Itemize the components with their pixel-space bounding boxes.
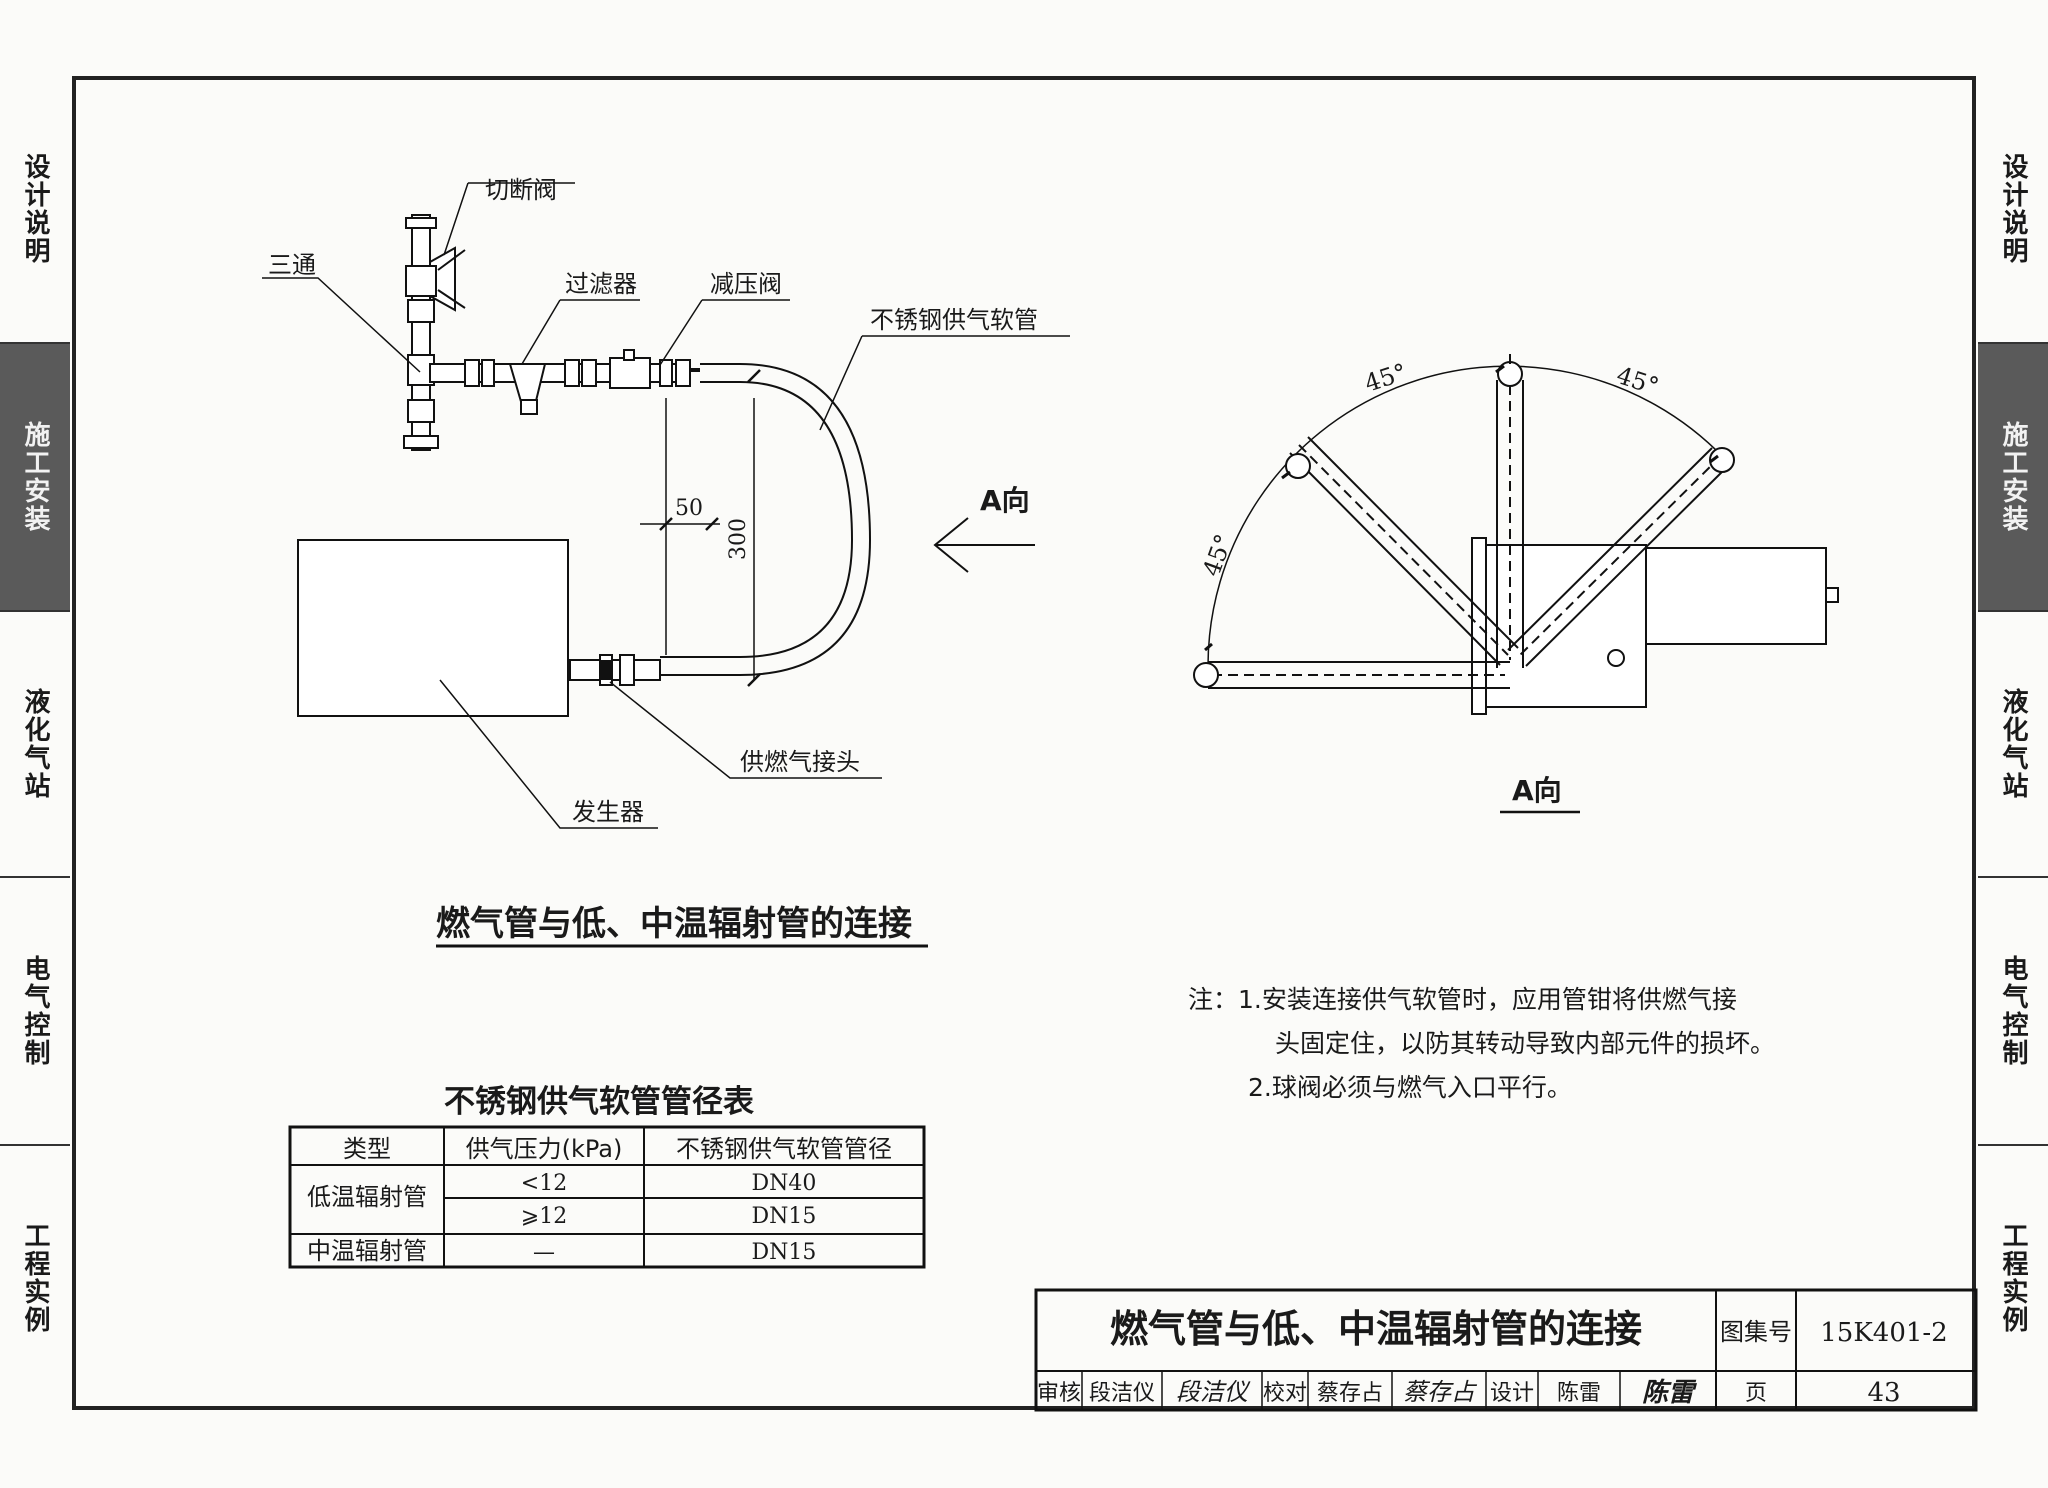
table-title: 不锈钢供气软管管径表 [444,1084,754,1120]
table-cell-pressure: — [533,1240,555,1265]
side-tab-label: 设计说明 [1998,153,2028,265]
atlas-label: 图集号 [1720,1318,1792,1346]
stainless-hose [660,363,872,676]
side-tab-label: 设计说明 [20,153,50,265]
side-tab-lpg-station[interactable]: 液化气站 [0,612,70,876]
note-line-2: 头固定住，以防其转动导致内部元件的损坏。 [1275,1029,1775,1058]
generator-box [297,539,569,717]
table-cell-diameter: DN15 [752,1204,817,1229]
note-line-3: 2.球阀必须与燃气入口平行。 [1248,1073,1572,1102]
tab-divider [0,342,70,344]
tab-divider [1978,1144,2048,1146]
table-header: 类型 [343,1135,391,1163]
page-label: 页 [1745,1381,1767,1406]
pressure-reducer-icon [609,357,651,389]
label-hose: 不锈钢供气软管 [870,306,1038,334]
page-number: 43 [1867,1378,1900,1408]
side-tab-examples[interactable]: 工程实例 [1978,1146,2048,1410]
side-tab-construction[interactable]: 施工安装 [1978,344,2048,610]
tab-divider [0,610,70,612]
side-tab-lpg-station[interactable]: 液化气站 [1978,612,2048,876]
side-tab-construction[interactable]: 施工安装 [0,344,70,610]
gas-pipe-assembly [262,182,1070,829]
checker-signature: 蔡存占 [1403,1378,1478,1406]
side-tab-electrical[interactable]: 电气控制 [1978,878,2048,1144]
table-cell-diameter: DN40 [752,1171,817,1196]
side-tab-label: 施工安装 [20,421,50,533]
check-label: 校对 [1263,1381,1307,1406]
table-cell-diameter: DN15 [752,1240,817,1265]
side-tab-label: 液化气站 [20,688,50,800]
tab-divider [0,876,70,878]
angle-label-top-left: 45° [1361,358,1410,398]
tab-divider [1978,610,2048,612]
label-a-view: A向 [1512,774,1562,807]
pipe-diameter-table [288,1125,926,1269]
note-line-1: 注：1.安装连接供气软管时，应用管钳将供燃气接 [1188,985,1737,1014]
side-tab-design-notes[interactable]: 设计说明 [1978,76,2048,342]
side-tab-label: 液化气站 [1998,688,2028,800]
angle-label-left: 45° [1197,530,1238,580]
design-label: 设计 [1490,1381,1534,1406]
side-tab-label: 电气控制 [20,955,50,1067]
filter-icon [508,363,547,406]
reviewer-name: 段洁仪 [1089,1381,1155,1406]
label-filter: 过滤器 [565,270,637,298]
section-title: 燃气管与低、中温辐射管的连接 [436,904,912,944]
tab-divider [1978,342,2048,344]
reviewer-signature: 段洁仪 [1176,1378,1251,1406]
table-cell-type: 低温辐射管 [307,1183,427,1211]
label-tee: 三通 [268,251,316,279]
dim-50: 50 [675,496,703,521]
label-gas-connector: 供燃气接头 [740,748,860,776]
side-tab-label: 施工安装 [1998,421,2028,533]
a-view-drawing [1193,354,1839,814]
drawing-frame [72,76,1976,1410]
table-cell-pressure: ⩾12 [521,1204,567,1229]
side-tab-electrical[interactable]: 电气控制 [0,878,70,1144]
table-cell-pressure: <12 [521,1171,567,1196]
label-cutoff-valve: 切断阀 [485,176,557,204]
side-tab-examples[interactable]: 工程实例 [0,1146,70,1410]
table-header: 不锈钢供气软管管径 [676,1135,892,1163]
side-tab-label: 电气控制 [1998,955,2028,1067]
gas-connector-icon [599,660,613,680]
atlas-number: 15K401-2 [1820,1318,1947,1348]
tab-divider [1978,876,2048,878]
table-header: 供气压力(kPa) [466,1135,623,1163]
title-block [1034,1288,1978,1412]
tab-divider [0,1144,70,1146]
review-label: 审核 [1037,1381,1081,1406]
label-direction-arrow: A向 [980,484,1030,517]
designer-signature: 陈雷 [1642,1378,1697,1408]
label-pressure-reducer: 减压阀 [710,270,782,298]
side-tab-label: 工程实例 [20,1222,50,1334]
title-block-title: 燃气管与低、中温辐射管的连接 [1110,1307,1642,1351]
angle-label-top-right: 45° [1613,361,1662,401]
checker-name: 蔡存占 [1317,1381,1383,1406]
side-tab-design-notes[interactable]: 设计说明 [0,76,70,342]
table-cell-type: 中温辐射管 [307,1237,427,1265]
designer-name: 陈雷 [1557,1381,1601,1406]
side-tab-label: 工程实例 [1998,1222,2028,1334]
label-generator: 发生器 [572,798,644,826]
dim-300: 300 [726,518,751,560]
